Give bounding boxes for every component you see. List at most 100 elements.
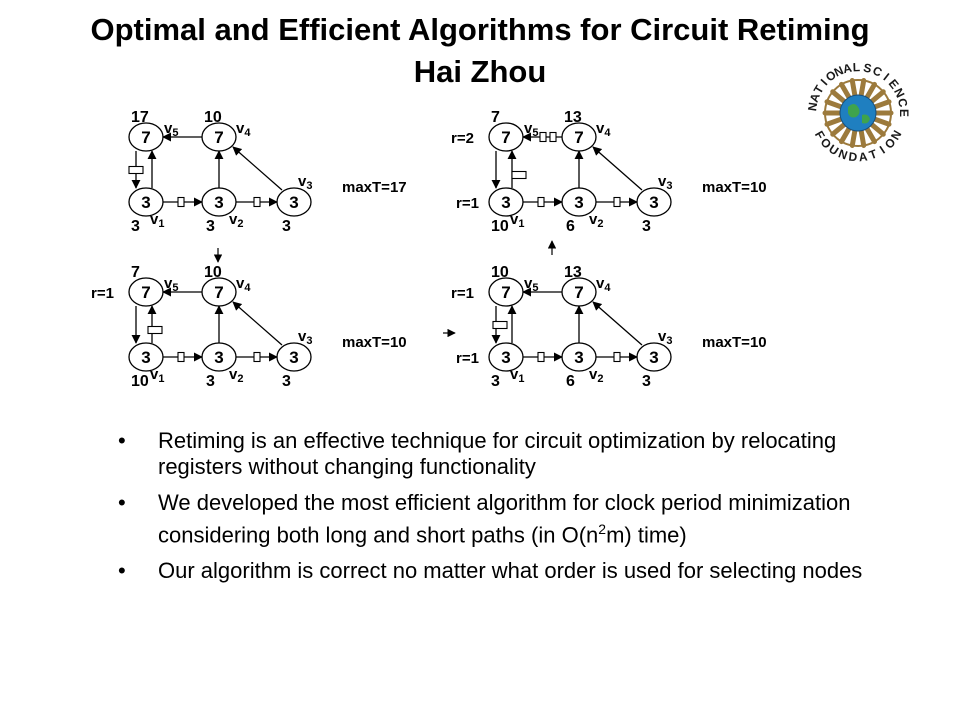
logo-letter: L — [852, 60, 860, 74]
node-label-v2: v2 — [589, 366, 603, 385]
node-v2 — [561, 187, 597, 217]
node-label-v1: v1 — [510, 366, 524, 385]
edge-v3-v4 — [232, 301, 283, 346]
register — [128, 165, 144, 175]
register — [253, 351, 261, 363]
node-label-v5: v5 — [164, 120, 178, 139]
arrival-time-v3: 3 — [642, 218, 651, 235]
logo-ray — [830, 121, 848, 137]
node-label-v3: v3 — [658, 328, 672, 347]
arrival-time-v4: 13 — [564, 264, 582, 281]
logo-ray — [868, 89, 886, 105]
node-label-v5: v5 — [164, 275, 178, 294]
register — [511, 170, 527, 180]
arrival-time-v1: 3 — [491, 373, 500, 390]
arrival-time-v5: 7 — [491, 109, 500, 126]
bullet-marker: • — [118, 558, 126, 584]
arrival-time-v5: 17 — [131, 109, 149, 126]
edge-v3-v4 — [592, 146, 643, 191]
arrival-time-v2: 6 — [566, 218, 575, 235]
node-label-v2: v2 — [229, 366, 243, 385]
node-v1 — [488, 342, 524, 372]
arrival-time-v1: 3 — [131, 218, 140, 235]
arrival-time-v4: 10 — [204, 264, 222, 281]
register — [147, 325, 163, 335]
logo-ray — [871, 99, 892, 110]
arrival-time-v5: 10 — [491, 264, 509, 281]
logo-letter: D — [848, 149, 859, 164]
logo-ray — [864, 125, 877, 145]
max-period-label: maxT=10 — [702, 334, 767, 351]
max-period-label: maxT=10 — [342, 334, 407, 351]
logo-ray — [839, 125, 852, 145]
node-label-v3: v3 — [298, 328, 312, 347]
slide-title: Optimal and Efficient Algorithms for Cir… — [90, 12, 870, 47]
node-v3 — [276, 187, 312, 217]
node-v2 — [561, 342, 597, 372]
logo-ray — [830, 89, 848, 105]
arrival-time-v1: 10 — [131, 373, 149, 390]
node-weight: 3 — [574, 348, 583, 367]
node-weight: 3 — [574, 193, 583, 212]
bullet-text: Retiming is an effective technique for c… — [158, 428, 837, 479]
bullet-list: • Retiming is an effective technique for… — [118, 428, 878, 594]
bullet-item: • We developed the most efficient algori… — [118, 490, 878, 548]
logo-ray — [858, 78, 867, 99]
node-v2 — [201, 342, 237, 372]
node-label-v4: v4 — [236, 275, 251, 294]
register — [492, 320, 508, 330]
node-weight: 7 — [574, 283, 583, 302]
logo-letter: S — [862, 60, 873, 75]
logo-ray — [849, 127, 858, 148]
node-weight: 7 — [501, 128, 510, 147]
register — [539, 131, 547, 143]
logo-letter: A — [842, 61, 854, 77]
slide-author: Hai Zhou — [413, 54, 547, 89]
logo-letter: C — [895, 97, 911, 109]
node-v3 — [636, 342, 672, 372]
bullet-marker: • — [118, 428, 126, 453]
arrival-time-v4: 13 — [564, 109, 582, 126]
logo-letter: C — [870, 63, 884, 79]
node-label-v2: v2 — [229, 211, 243, 230]
node-v4 — [201, 277, 237, 307]
node-v5 — [128, 122, 164, 152]
node-v1 — [488, 187, 524, 217]
logo-letter: I — [881, 70, 892, 83]
node-weight: 7 — [214, 128, 223, 147]
node-v4 — [561, 122, 597, 152]
arrival-time-v1: 10 — [491, 218, 509, 235]
node-v4 — [201, 122, 237, 152]
arrival-time-v3: 3 — [642, 373, 651, 390]
node-weight: 7 — [141, 128, 150, 147]
node-v5 — [488, 277, 524, 307]
retiming-label-bottom: r=1 — [456, 195, 479, 212]
register — [613, 351, 621, 363]
logo-ray — [868, 121, 886, 137]
node-v3 — [636, 187, 672, 217]
node-weight: 3 — [289, 193, 298, 212]
logo-ray — [824, 116, 845, 127]
register — [537, 351, 545, 363]
max-period-label: maxT=10 — [702, 179, 767, 196]
node-weight: 3 — [141, 348, 150, 367]
retiming-label-top: r=1 — [91, 285, 114, 302]
node-label-v1: v1 — [150, 211, 164, 230]
globe-land-icon — [848, 104, 860, 118]
node-label-v5: v5 — [524, 120, 538, 139]
node-weight: 7 — [501, 283, 510, 302]
logo-ray — [824, 99, 845, 110]
arrival-time-v2: 6 — [566, 373, 575, 390]
register — [177, 351, 185, 363]
register — [537, 196, 545, 208]
node-v2 — [201, 187, 237, 217]
logo-ray — [871, 116, 892, 127]
node-weight: 3 — [214, 193, 223, 212]
logo-letter: I — [877, 143, 887, 157]
